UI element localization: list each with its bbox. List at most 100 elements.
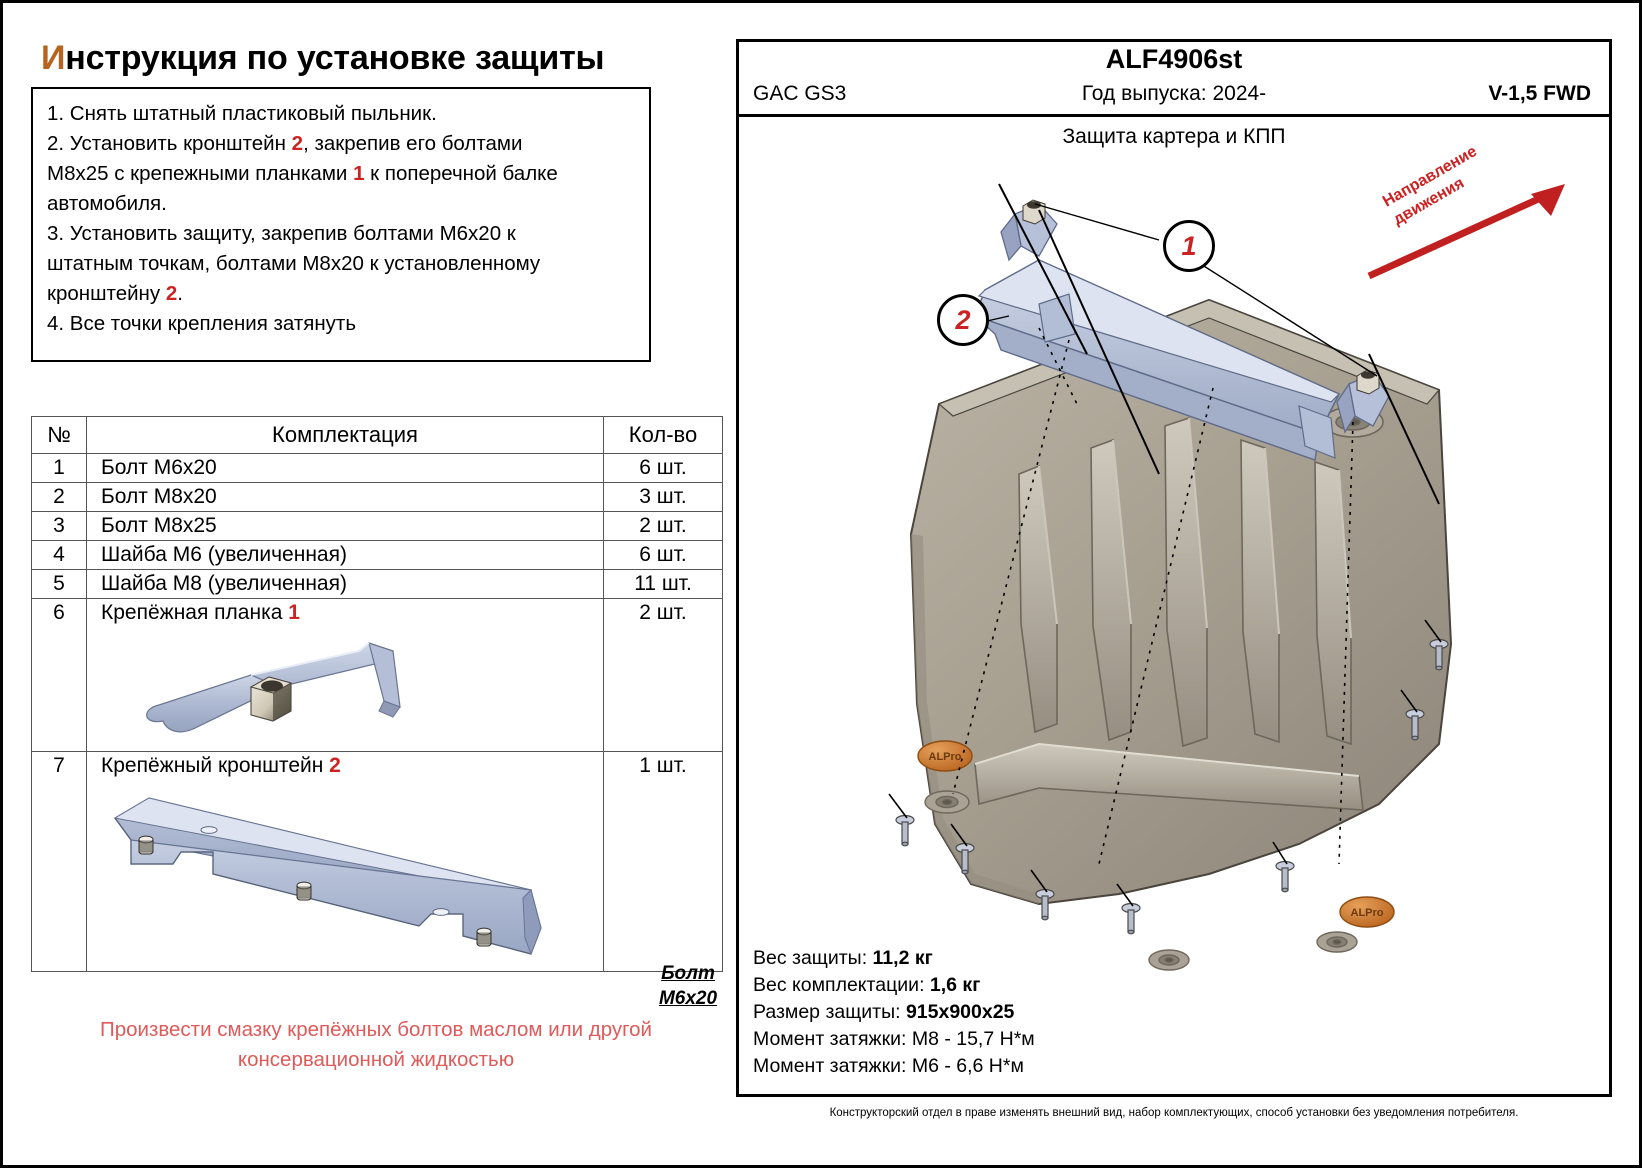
instruction-text: 1. Снять штатный пластиковый пыльник. <box>47 102 437 125</box>
spec-label: Момент затяжки: <box>753 1055 912 1077</box>
row-name: Шайба M8 (увеличенная) <box>86 569 604 599</box>
instruction-text: штатным точкам, болтами M8x20 к установл… <box>47 252 541 275</box>
spec-row: Момент затяжки: M6 - 6,6 Н*м <box>753 1053 1035 1080</box>
row-qty: 11 шт. <box>603 569 723 599</box>
header-qty: Кол-во <box>603 416 723 454</box>
spec-label: Момент затяжки: <box>753 1028 912 1050</box>
direction-of-travel: Направление движения <box>1359 143 1589 282</box>
lubrication-warning: Произвести смазку крепёжных болтов масло… <box>31 1015 721 1075</box>
spec-row: Вес защиты: 11,2 кг <box>753 945 1035 972</box>
part-ref: 1 <box>288 601 300 624</box>
instructions-box: 1. Снять штатный пластиковый пыльник. 2.… <box>31 87 651 362</box>
instruction-line: 3. Установить защиту, закрепив болтами M… <box>47 219 635 249</box>
instruction-line: автомобиля. <box>47 189 635 219</box>
row-qty: 2 шт. <box>603 511 723 541</box>
row-name: Болт M8x20 <box>86 482 604 512</box>
row-no: 5 <box>31 569 87 599</box>
product-panel: ALF4906st GAC GS3 Год выпуска: 2024- V-1… <box>736 39 1612 1097</box>
spec-value: 1,6 кг <box>929 974 981 996</box>
row-name: Крепёжная планка <box>101 601 289 624</box>
instruction-text: M8x25 с крепежными планками <box>47 162 354 185</box>
row-no: 3 <box>31 511 87 541</box>
row-no: 6 <box>31 598 87 752</box>
row-name: Болт M8x25 <box>86 511 604 541</box>
header-no: № <box>31 416 87 454</box>
page-title-rest: нструкция по установке защиты <box>65 39 605 77</box>
spec-row: Момент затяжки: M8 - 15,7 Н*м <box>753 1026 1035 1053</box>
bolt-callout-line1: Болт <box>661 963 715 984</box>
mounting-bracket-drawing <box>113 797 542 956</box>
row-no: 2 <box>31 482 87 512</box>
instruction-text: , закрепив его болтами <box>303 132 523 155</box>
table-row: 4 Шайба M6 (увеличенная) 6 шт. <box>31 540 723 570</box>
spec-label: Размер защиты: <box>753 1001 906 1023</box>
row-qty: 3 шт. <box>603 482 723 512</box>
instruction-text: 2. Установить кронштейн <box>47 132 292 155</box>
parts-table: № Комплектация Кол-во 1 Болт M6x20 6 шт.… <box>31 416 723 972</box>
spec-row: Размер защиты: 915x900x25 <box>753 999 1035 1026</box>
row-name-text: Крепёжная планка 1 <box>101 601 597 625</box>
row-name-cell: Крепёжный кронштейн 2 <box>86 751 604 972</box>
spec-label: Вес комплектации: <box>753 974 930 996</box>
row-qty: 1 шт. <box>603 751 723 972</box>
spec-value: 915x900x25 <box>905 1001 1015 1023</box>
instruction-text: кронштейну <box>47 282 166 305</box>
row-qty: 2 шт. <box>603 598 723 752</box>
disclaimer-footnote: Конструкторский отдел в праве изменять в… <box>829 1107 1519 1119</box>
spec-value: 11,2 кг <box>872 947 933 969</box>
instruction-line: штатным точкам, болтами M8x20 к установл… <box>47 249 635 279</box>
instruction-line: 2. Установить кронштейн 2, закрепив его … <box>47 129 635 159</box>
spec-value: M8 - 15,7 Н*м <box>911 1028 1035 1050</box>
part-ref: 2 <box>291 132 304 155</box>
bolt-callout-line2: M6x20 <box>658 988 718 1009</box>
callout-bubble-1: 1 <box>1163 220 1215 272</box>
warning-line-2: консервационной жидкостью <box>237 1048 515 1071</box>
skid-plate-assembly-drawing: ALPro ALPro <box>888 183 1453 971</box>
product-name: Защита картера и КПП <box>1062 125 1286 148</box>
brand-badge-text: ALPro <box>1351 907 1384 919</box>
spec-value: M6 - 6,6 Н*м <box>911 1055 1024 1077</box>
instruction-line: кронштейну 2. <box>47 279 635 309</box>
row-name: Шайба M6 (увеличенная) <box>86 540 604 570</box>
instruction-text: 4. Все точки крепления затянуть <box>47 312 357 335</box>
product-code: ALF4906st <box>1105 44 1243 74</box>
engine-variant: V-1,5 FWD <box>1488 82 1591 105</box>
page-title-initial: И <box>41 39 66 77</box>
row-qty: 6 шт. <box>603 540 723 570</box>
row-no: 4 <box>31 540 87 570</box>
warning-line-1: Произвести смазку крепёжных болтов масло… <box>99 1018 653 1041</box>
instruction-text: . <box>177 282 183 305</box>
table-row: 2 Болт M8x20 3 шт. <box>31 482 723 512</box>
row-name: Крепёжный кронштейн <box>101 754 330 777</box>
left-column: Инструкция по установке защиты 1. Снять … <box>3 3 733 1165</box>
bolt-callout-label: Болт M6x20 <box>651 961 725 1011</box>
row-name-cell: Крепёжная планка 1 <box>86 598 604 752</box>
instruction-line: 1. Снять штатный пластиковый пыльник. <box>47 99 635 129</box>
header-name: Комплектация <box>86 416 604 454</box>
spec-label: Вес защиты: <box>753 947 873 969</box>
table-header-row: № Комплектация Кол-во <box>31 416 723 454</box>
instruction-text: 3. Установить защиту, закрепив болтами M… <box>47 222 516 245</box>
brand-badge: ALPro ALPro <box>917 740 1395 928</box>
instruction-text: к поперечной балке <box>364 162 558 185</box>
row-no: 7 <box>31 751 87 972</box>
part-ref: 2 <box>329 754 341 777</box>
callout-bubble-2: 2 <box>937 294 989 346</box>
page-title: Инструкция по установке защиты <box>41 39 605 78</box>
production-year: Год выпуска: 2024- <box>1081 82 1267 105</box>
spec-row: Вес комплектации: 1,6 кг <box>753 972 1035 999</box>
panel-header: ALF4906st GAC GS3 Год выпуска: 2024- V-1… <box>739 42 1609 117</box>
instruction-line: M8x25 с крепежными планками 1 к поперечн… <box>47 159 635 189</box>
instruction-text: автомобиля. <box>47 192 167 215</box>
part-ref: 2 <box>165 282 178 305</box>
vehicle-model: GAC GS3 <box>753 82 847 105</box>
row-name-text: Крепёжный кронштейн 2 <box>101 754 597 778</box>
row-qty: 6 шт. <box>603 453 723 483</box>
row-name: Болт M6x20 <box>86 453 604 483</box>
instruction-line: 4. Все точки крепления затянуть <box>47 309 635 339</box>
brand-badge-text: ALPro <box>929 751 962 763</box>
table-row: 3 Болт M8x25 2 шт. <box>31 511 723 541</box>
direction-arrow-icon <box>1367 184 1565 280</box>
table-row: 1 Болт M6x20 6 шт. <box>31 453 723 483</box>
